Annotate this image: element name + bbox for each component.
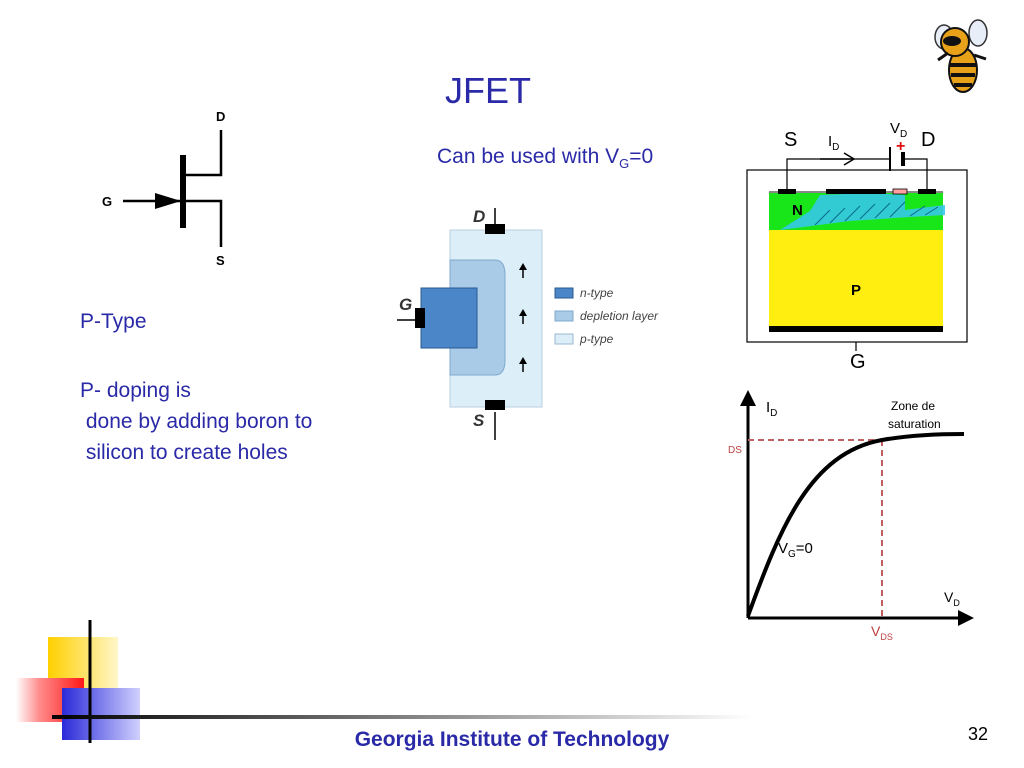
graph-vds-label: VDS: [871, 623, 893, 642]
device-id-label: ID: [828, 133, 839, 153]
slide-title: JFET: [445, 70, 531, 111]
graph-vg-label: VG=0: [778, 540, 813, 560]
cs-d-label: D: [473, 207, 485, 226]
subtitle-subscript: G: [619, 156, 630, 172]
zone-label-line-2: saturation: [888, 417, 941, 431]
cs-s-label: S: [473, 411, 485, 430]
yellow-jacket-mascot-icon: [934, 19, 988, 93]
drain-pad: [918, 189, 936, 194]
legend-p-swatch: [554, 333, 574, 345]
graph-vd-label: VD: [944, 589, 960, 608]
corner-decoration: [16, 620, 752, 743]
current-arrows: [519, 263, 527, 372]
legend-p-label: p-type: [579, 332, 614, 346]
n-type-gate-region: [420, 287, 478, 349]
gate-arrow-icon: [155, 193, 181, 209]
p-substrate: [769, 230, 943, 332]
jfet-cross-section: D G S n-type depletion layer p-type: [397, 207, 659, 440]
gate-top-pad: [826, 189, 886, 194]
y-axis-arrow-icon: [740, 390, 756, 406]
legend-depletion-swatch: [554, 310, 574, 322]
device-p-label: P: [851, 282, 861, 299]
drain-lead: [186, 130, 223, 177]
id-curve: [746, 432, 965, 617]
x-axis-arrow-icon: [958, 610, 974, 626]
graph-ids-label: DS: [728, 445, 742, 456]
subtitle: Can be used with VG=0: [437, 145, 653, 171]
p-doping-line-1: P- doping is: [80, 379, 191, 402]
jfet-device-structure: S D G ID VD + N P: [746, 120, 968, 373]
depletion-hatch: [780, 193, 945, 230]
subtitle-text: Can be used with V: [437, 145, 620, 168]
gate-bottom-pad: [769, 326, 943, 332]
source-pad: [778, 189, 796, 194]
legend-n-label: n-type: [580, 286, 614, 300]
circuit-loop: [746, 169, 968, 343]
jfet-symbol: D G S: [102, 109, 225, 268]
symbol-d-label: D: [216, 109, 225, 124]
plus-sign-icon: +: [896, 138, 905, 155]
device-vd-label: VD: [890, 120, 907, 140]
hatch-lines: [814, 201, 939, 226]
zone-label-line-1: Zone de: [891, 399, 935, 413]
drain-contact: [485, 224, 505, 234]
p-doping-text: P- doping is done by adding boron to sil…: [80, 375, 312, 468]
device-n-label: N: [792, 202, 803, 219]
current-arrow-icon: [843, 152, 856, 166]
source-lead: [186, 199, 223, 247]
p-doping-line-3: silicon to create holes: [80, 441, 288, 464]
footer-institution: Georgia Institute of Technology: [354, 728, 670, 751]
source-contact: [485, 400, 505, 410]
device-d-label: D: [921, 129, 935, 151]
device-s-label: S: [784, 129, 797, 151]
subtitle-tail: =0: [629, 145, 654, 168]
gate-contact: [415, 308, 425, 328]
horizontal-rule: [52, 715, 752, 719]
symbol-g-label: G: [102, 194, 112, 209]
legend-depletion-label: depletion layer: [580, 309, 659, 323]
legend-n-swatch: [554, 287, 574, 299]
page-number: 32: [968, 724, 989, 744]
device-g-label: G: [850, 351, 866, 373]
id-vd-graph: ID Zone de saturation DS VG=0 VD VDS: [728, 390, 974, 642]
p-type-label: P-Type: [80, 310, 147, 333]
p-doping-line-2: done by adding boron to: [80, 410, 313, 433]
blue-square: [62, 688, 140, 740]
symbol-s-label: S: [216, 253, 225, 268]
cs-g-label: G: [399, 295, 412, 314]
graph-id-label: ID: [766, 399, 777, 419]
